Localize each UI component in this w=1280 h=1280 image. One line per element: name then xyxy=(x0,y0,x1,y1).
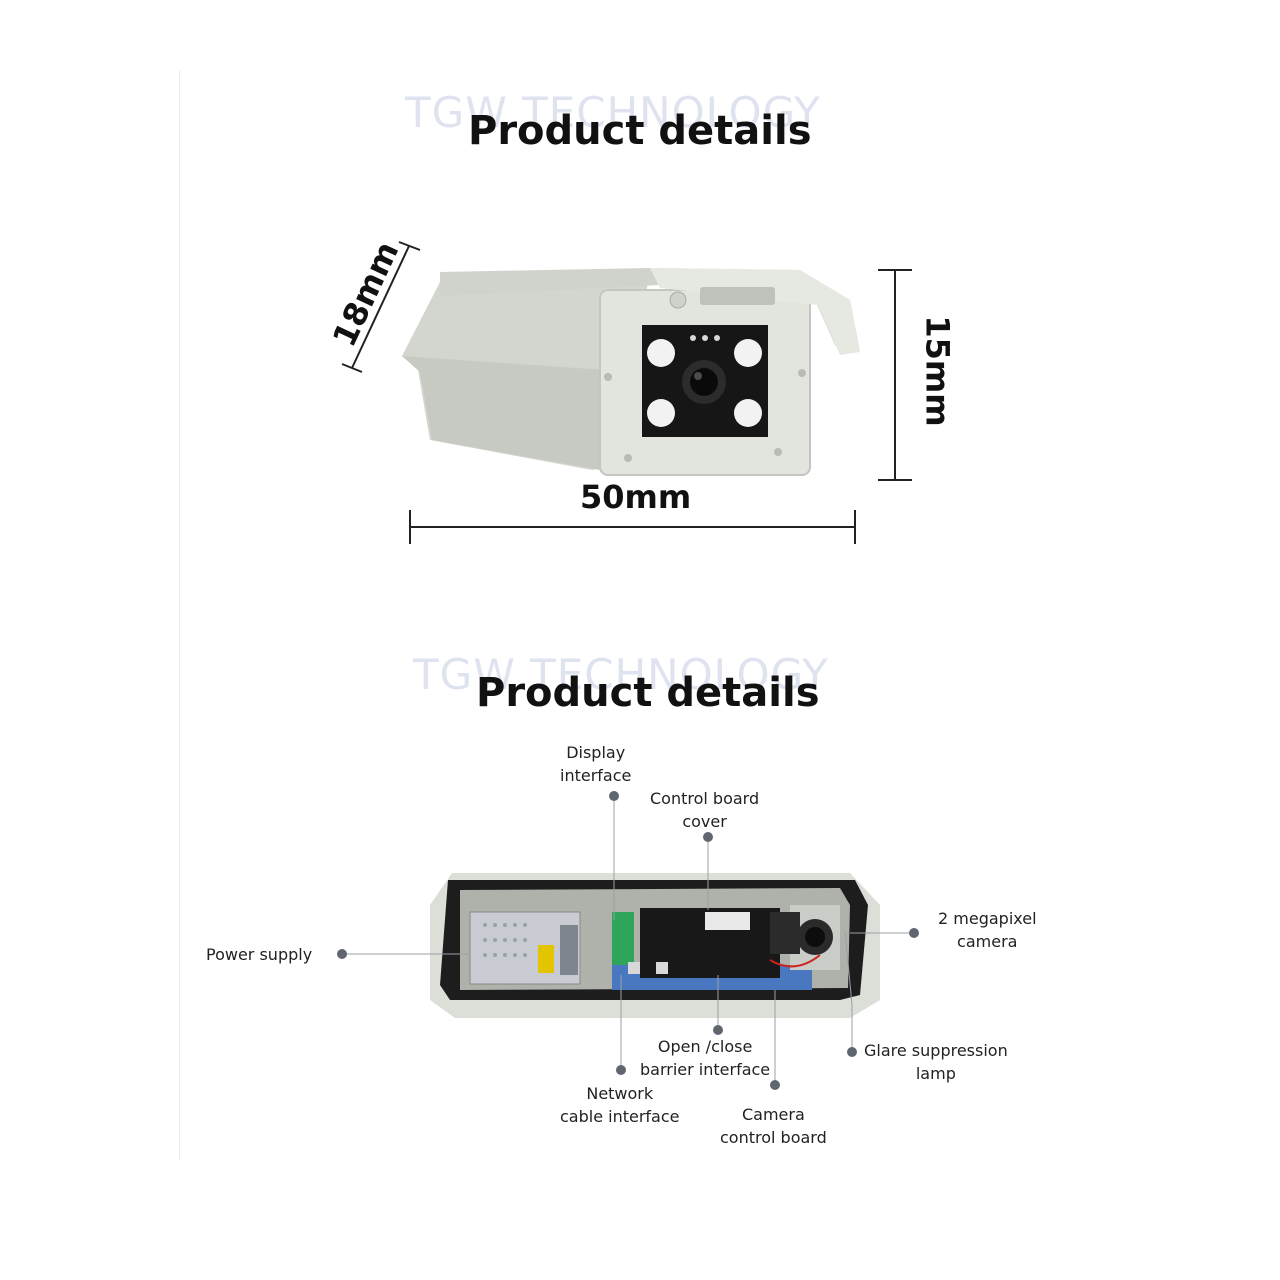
callout-camera-control-board: Camera control board xyxy=(720,1105,827,1147)
left-margin-rule xyxy=(179,70,180,1160)
dimension-line-width xyxy=(409,510,856,544)
watermark-top: TGW TECHNOLOGY xyxy=(405,88,821,137)
callout-display-interface: Display interface xyxy=(560,743,632,785)
watermark-bottom: TGW TECHNOLOGY xyxy=(413,650,829,699)
dimension-line-depth xyxy=(341,241,421,373)
callout-network-cable: Network cable interface xyxy=(560,1084,680,1126)
dimension-label-width: 50mm xyxy=(580,478,692,516)
dot-glare-lamp xyxy=(847,1047,857,1057)
camera-housing-open xyxy=(430,873,880,1018)
dot-camera-control-board xyxy=(770,1080,780,1090)
dot-power-supply xyxy=(337,949,347,959)
dot-display-interface xyxy=(609,791,619,801)
callout-open-close-barrier: Open /close barrier interface xyxy=(640,1037,771,1079)
dot-network-cable xyxy=(616,1065,626,1075)
dot-2mp-camera xyxy=(909,928,919,938)
page-title-top: Product details xyxy=(468,108,812,154)
callout-power-supply: Power supply xyxy=(206,945,313,964)
leader-glare-lamp xyxy=(844,929,853,1052)
dot-control-board-cover xyxy=(703,832,713,842)
dot-open-close-barrier xyxy=(713,1025,723,1035)
dimension-line-height xyxy=(878,269,912,481)
callout-2mp-camera: 2 megapixel camera xyxy=(938,909,1037,951)
callout-control-board-cover: Control board cover xyxy=(650,789,760,831)
page-title-bottom: Product details xyxy=(476,670,820,716)
dimension-label-height: 15mm xyxy=(918,315,957,427)
callout-glare-lamp: Glare suppression lamp xyxy=(864,1041,1008,1083)
camera-housing-top xyxy=(402,268,860,476)
